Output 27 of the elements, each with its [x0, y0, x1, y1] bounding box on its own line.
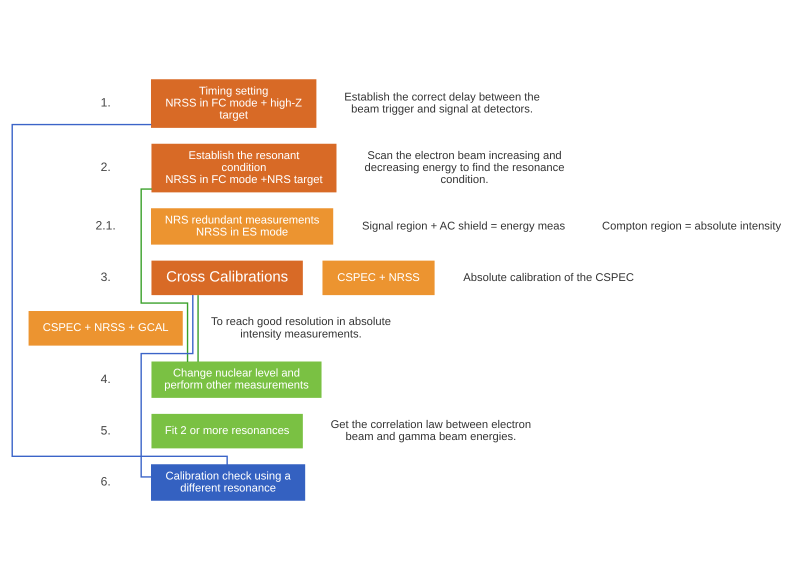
- node-box: CSPEC + NRSS + GCAL: [28, 311, 183, 346]
- label: 4.: [100, 372, 111, 386]
- node-box: Fit 2 or more resonances: [151, 414, 303, 448]
- connector: [140, 188, 188, 362]
- connector: [197, 295, 199, 362]
- node-label: Absolute calibration of the CSPEC: [463, 272, 634, 284]
- label: 3.: [100, 270, 111, 284]
- label: 5.: [100, 423, 111, 438]
- node-label: Scan the electron beam increasing and decreasing energy to find the resonance condition.: [364, 150, 564, 186]
- label: 2.: [100, 160, 111, 174]
- label: 6.: [100, 474, 111, 489]
- node-box: Calibration check using a different resonance: [150, 464, 306, 501]
- connector: [12, 124, 228, 465]
- node-box: Establish the resonant condition NRSS in FC mode +NRS target: [151, 144, 336, 192]
- node-label: Signal region + AC shield = energy meas: [362, 220, 566, 232]
- node-box: NRS redundant measurements NRSS in ES mode: [150, 208, 334, 245]
- label: 1.: [100, 96, 111, 110]
- node-label: Compton region = absolute intensity: [602, 220, 782, 232]
- connector: [140, 295, 194, 478]
- node-label: To reach good resolution in absolute intensity measurements.: [210, 316, 391, 340]
- label: 2.1.: [96, 218, 116, 233]
- node-box: CSPEC + NRSS: [322, 260, 435, 296]
- node-box: Change nuclear level and perform other measurements: [151, 361, 322, 398]
- node-box: Timing setting NRSS in FC mode + high-Z target: [150, 79, 316, 128]
- node-box: Cross Calibrations: [151, 260, 303, 296]
- node-label: Establish the correct delay between the beam trigger and signal at detectors.: [344, 91, 540, 116]
- node-label: Get the correlation law between electron beam and gamma beam energies.: [330, 418, 532, 444]
